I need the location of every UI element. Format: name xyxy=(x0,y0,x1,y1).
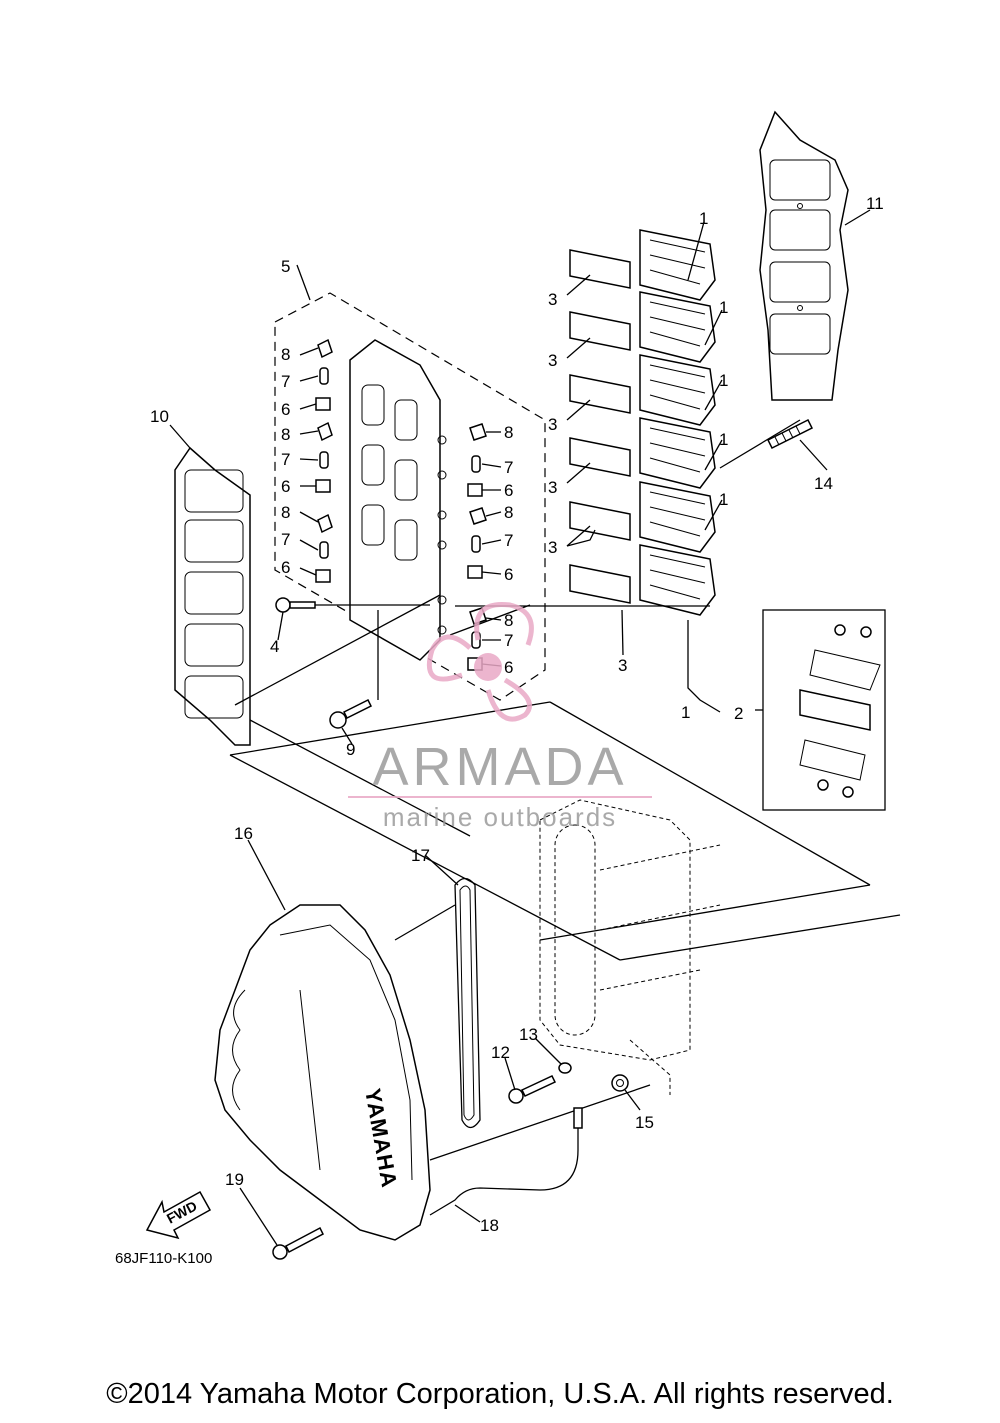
callout-1: 1 xyxy=(719,430,728,449)
callout-8: 8 xyxy=(281,345,290,364)
bolt-12 xyxy=(508,1075,557,1104)
callout-12: 12 xyxy=(491,1043,510,1062)
callout-2: 2 xyxy=(734,704,743,723)
callout-8: 8 xyxy=(281,503,290,522)
callout-6: 6 xyxy=(504,658,513,677)
callout-16: 16 xyxy=(234,824,253,843)
watermark: ARMADA marine outboards xyxy=(348,601,652,832)
propeller-logo-icon xyxy=(426,601,534,722)
callout-7: 7 xyxy=(281,372,290,391)
callout-3: 3 xyxy=(548,290,557,309)
callout-6: 6 xyxy=(281,558,290,577)
callout-7: 7 xyxy=(281,530,290,549)
callout-labels: 1 1 1 1 1 1 2 3 3 3 3 3 3 3 4 5 6 6 6 6 … xyxy=(150,194,884,1235)
intake-silencer-cover-16: YAMAHA xyxy=(214,904,431,1241)
callout-7: 7 xyxy=(281,450,290,469)
callout-8: 8 xyxy=(504,503,513,522)
callout-4: 4 xyxy=(270,637,279,656)
callout-1: 1 xyxy=(719,371,728,390)
callout-13: 13 xyxy=(519,1025,538,1044)
bolt-9 xyxy=(329,698,373,729)
reed-valve-column xyxy=(569,229,716,616)
callout-3: 3 xyxy=(548,415,557,434)
intake-manifold-plate xyxy=(349,339,447,661)
callout-1: 1 xyxy=(719,298,728,317)
nut-15 xyxy=(611,1074,629,1092)
callout-9: 9 xyxy=(346,740,355,759)
callout-8: 8 xyxy=(281,425,290,444)
callout-19: 19 xyxy=(225,1170,244,1189)
callout-6: 6 xyxy=(281,477,290,496)
callout-3: 3 xyxy=(548,351,557,370)
copyright-notice: ©2014 Yamaha Motor Corporation, U.S.A. A… xyxy=(106,1378,894,1410)
callout-1: 1 xyxy=(681,703,690,722)
callout-7: 7 xyxy=(504,531,513,550)
fwd-arrow-icon: FWD xyxy=(145,1190,212,1240)
callout-3: 3 xyxy=(548,478,557,497)
callout-11: 11 xyxy=(866,194,884,213)
washer-13 xyxy=(558,1062,572,1074)
watermark-name: ARMADA xyxy=(372,737,627,797)
callout-6: 6 xyxy=(504,565,513,584)
intake-housing-dotted xyxy=(539,799,721,1095)
fittings-left xyxy=(315,338,333,583)
callout-15: 15 xyxy=(635,1113,654,1132)
callout-14: 14 xyxy=(814,474,833,493)
callout-17: 17 xyxy=(411,846,430,865)
callout-7: 7 xyxy=(504,631,513,650)
gasket-10 xyxy=(174,446,251,746)
bolt-4 xyxy=(275,597,316,613)
dashed-group-5 xyxy=(274,292,546,701)
hose-18 xyxy=(429,1107,583,1216)
callout-6: 6 xyxy=(504,481,513,500)
watermark-tagline: marine outboards xyxy=(383,802,617,832)
stud-14 xyxy=(766,418,814,450)
callout-10: 10 xyxy=(150,407,169,426)
callout-3: 3 xyxy=(560,538,569,557)
seal-17 xyxy=(454,877,481,1129)
callout-8: 8 xyxy=(504,611,513,630)
callout-3: 3 xyxy=(548,538,557,557)
callout-3: 3 xyxy=(618,656,627,675)
gasket-11 xyxy=(759,110,849,401)
callout-18: 18 xyxy=(480,1216,499,1235)
callout-8: 8 xyxy=(504,423,513,442)
reed-valve-detail-box xyxy=(762,609,886,811)
callout-6: 6 xyxy=(281,400,290,419)
callout-5: 5 xyxy=(281,257,290,276)
callout-1: 1 xyxy=(699,209,708,228)
diagram-code: 68JF110-K100 xyxy=(115,1250,212,1267)
bolt-19 xyxy=(272,1226,324,1260)
callout-7: 7 xyxy=(504,458,513,477)
callout-1: 1 xyxy=(719,490,728,509)
